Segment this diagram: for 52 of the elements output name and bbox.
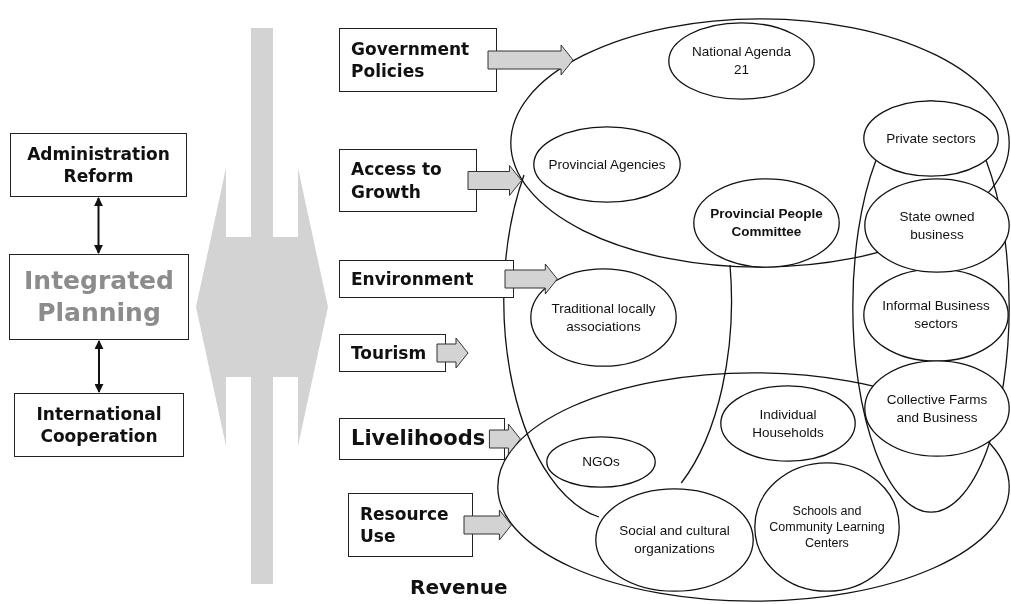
- arrow: [94, 197, 103, 254]
- box-text: Administration Reform: [26, 142, 171, 188]
- box-text: Environment: [351, 267, 474, 291]
- ellipse-node: [546, 436, 656, 488]
- ellipse-text: State owned business: [898, 207, 976, 244]
- ellipse-text: Collective Farms and Business: [885, 390, 989, 427]
- ellipse-text: Private sectors: [886, 129, 976, 148]
- ellipse-node: [754, 462, 900, 592]
- text-box: [339, 334, 446, 372]
- outline-ellipse: [510, 18, 1010, 268]
- block-arrow: [436, 337, 469, 369]
- block-arrow: [463, 509, 512, 541]
- ellipse-node: [530, 268, 677, 367]
- block-arrow: [467, 165, 522, 196]
- text-box: [339, 28, 497, 92]
- region-label: Revenue: [410, 575, 508, 599]
- block-arrow: [488, 423, 521, 455]
- ellipse-node: [864, 360, 1010, 457]
- ellipse-node: [693, 178, 840, 268]
- text-box: [339, 418, 505, 460]
- box-text: Livelihoods: [351, 425, 486, 453]
- ellipse-node: [595, 488, 754, 592]
- ellipse-node: [720, 385, 856, 462]
- block-arrow: [487, 44, 574, 76]
- text-box: [14, 393, 184, 457]
- text-box: [348, 493, 473, 557]
- text-box: [10, 133, 187, 197]
- box-text: International Cooperation: [35, 402, 163, 448]
- block-arrow: [504, 263, 558, 295]
- box-text: Access to Growth: [351, 158, 443, 203]
- ellipse-text: Informal Business sectors: [881, 297, 991, 333]
- box-text: Integrated Planning: [23, 264, 175, 329]
- ellipse-text: NGOs: [582, 453, 620, 471]
- ellipse-node: [863, 100, 999, 177]
- box-text: Resource Use: [360, 502, 450, 548]
- ellipse-text: Provincial People Committee: [709, 205, 824, 241]
- ellipse-node: [863, 268, 1009, 362]
- ellipse-text: National Agenda 21: [690, 43, 793, 79]
- ellipse-text: Social and cultural organizations: [618, 522, 731, 558]
- text-box: [339, 149, 477, 212]
- ellipse-node: [864, 178, 1010, 273]
- box-text: Tourism: [351, 341, 427, 365]
- ellipse-text: Provincial Agencies: [548, 155, 666, 174]
- ellipse-text: Schools and Community Learning Centers: [768, 502, 886, 552]
- arrow: [94, 340, 104, 393]
- box-text: Government Policies: [351, 37, 471, 83]
- ellipse-text: Individual Households: [751, 405, 825, 442]
- ellipse-text: Traditional locally associations: [550, 299, 657, 336]
- text-box: [9, 254, 189, 340]
- ellipse-node: [533, 126, 681, 203]
- text-box: [339, 260, 514, 298]
- ellipse-node: [668, 22, 815, 100]
